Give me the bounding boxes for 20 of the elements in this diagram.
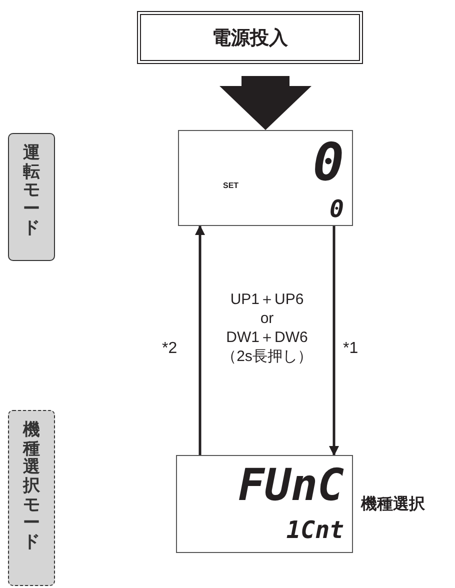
mode-tab (8, 410, 55, 586)
segment-readout: 1Cnt (286, 518, 344, 542)
side-caption: 機種選択 (361, 494, 425, 515)
segment-readout: 0 (312, 137, 344, 189)
lcd-display (176, 455, 353, 553)
arrow (195, 225, 205, 455)
arrow (329, 226, 339, 456)
edge-label: *1 (343, 340, 358, 358)
display-label: SET (223, 181, 239, 190)
key-instruction: UP1＋UP6 or DW1＋DW6 （2s長押し） (220, 290, 314, 366)
lcd-display (178, 130, 353, 226)
segment-readout: 0 (330, 197, 344, 221)
segment-readout: FUnC (238, 464, 344, 508)
mode-tab (8, 133, 55, 261)
edge-label: *2 (162, 340, 178, 358)
box-title: 電源投入 (212, 26, 288, 50)
block-arrow (220, 76, 312, 130)
mode-name: 機種選択モード (23, 421, 40, 554)
start-box (137, 11, 363, 64)
mode-name: 運転モード (23, 144, 40, 239)
